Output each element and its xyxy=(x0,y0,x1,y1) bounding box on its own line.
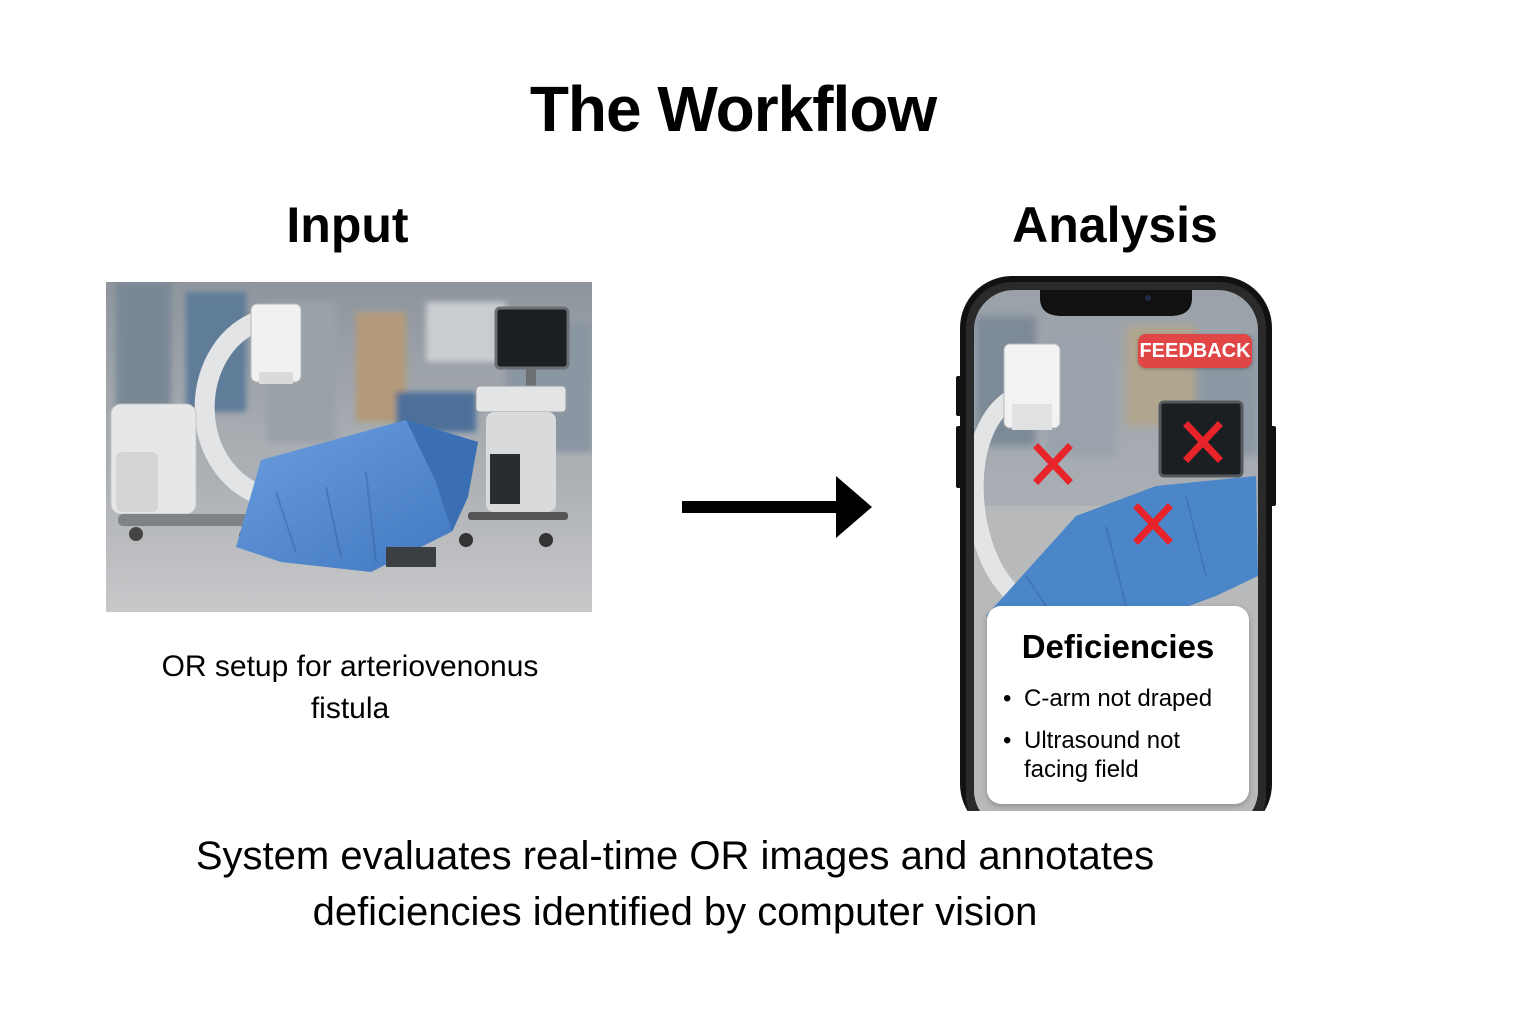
deficiencies-card: Deficiencies C-arm not draped Ultrasound… xyxy=(987,606,1249,804)
analysis-heading: Analysis xyxy=(1012,197,1218,253)
page-title: The Workflow xyxy=(529,73,937,145)
or-room-photo xyxy=(106,282,592,612)
deficiency-item: Ultrasound not facing field xyxy=(1003,726,1243,784)
feedback-badge: FEEDBACK xyxy=(1138,334,1252,368)
workflow-description: System evaluates real-time OR images and… xyxy=(195,834,1155,934)
input-heading: Input xyxy=(286,197,409,253)
deficiency-item: C-arm not draped xyxy=(1003,684,1243,713)
deficiencies-title: Deficiencies xyxy=(1021,628,1215,665)
red-x-icon xyxy=(1183,421,1223,463)
red-x-icon xyxy=(1133,503,1173,545)
deficiency-list: C-arm not draped Ultrasound not facing f… xyxy=(1003,684,1243,797)
input-caption: OR setup for arteriovenonus fistula xyxy=(161,650,539,725)
right-arrow-icon xyxy=(682,476,872,538)
red-x-icon xyxy=(1033,443,1073,485)
